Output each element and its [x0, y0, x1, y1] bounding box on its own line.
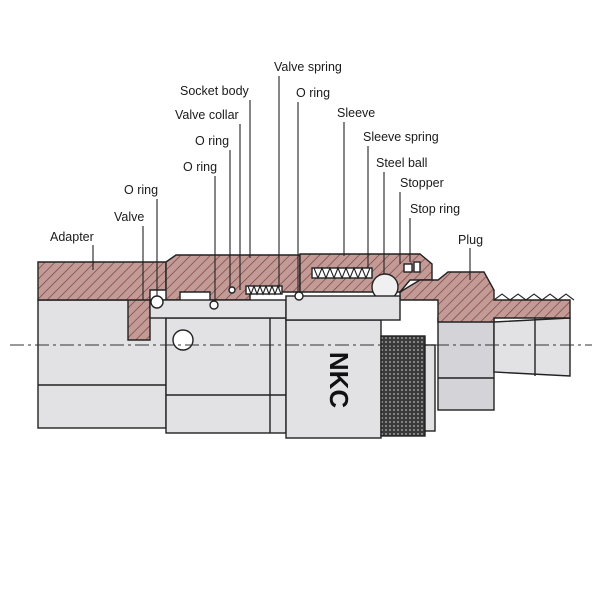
label-valve-collar: Valve collar: [175, 108, 239, 122]
o-ring-left: [150, 295, 164, 309]
o-ring-mid: [228, 286, 236, 294]
label-o-ring-low: O ring: [183, 160, 217, 174]
label-stopper: Stopper: [400, 176, 444, 190]
sleeve-front-ring: [424, 344, 436, 432]
label-socket-body: Socket body: [180, 84, 250, 98]
label-o-ring-top: O ring: [296, 86, 330, 100]
o-ring-low: [209, 300, 219, 310]
sleeve-exterior: [285, 319, 382, 439]
brand-text: NKC: [324, 352, 354, 409]
leader-lines: [92, 76, 471, 301]
plug-section: [399, 271, 571, 323]
part-labels: Valve spring Socket body O ring Valve co…: [50, 60, 483, 247]
plug-hex-exterior: [437, 317, 495, 411]
label-valve: Valve: [114, 210, 144, 224]
label-adapter: Adapter: [50, 230, 94, 244]
label-steel-ball: Steel ball: [376, 156, 427, 170]
valve-poppet: [172, 329, 194, 351]
plug-thread-exterior: [493, 317, 571, 377]
label-sleeve-spring: Sleeve spring: [363, 130, 439, 144]
label-o-ring-mid: O ring: [195, 134, 229, 148]
label-o-ring-left: O ring: [124, 183, 158, 197]
valve-collar: [285, 295, 401, 321]
o-ring-top: [294, 291, 304, 301]
label-plug: Plug: [458, 233, 483, 247]
knurled-grip: [380, 335, 426, 437]
stopper: [403, 263, 413, 273]
label-sleeve: Sleeve: [337, 106, 375, 120]
stop-ring: [413, 261, 421, 273]
label-valve-spring: Valve spring: [274, 60, 342, 74]
label-stop-ring: Stop ring: [410, 202, 460, 216]
